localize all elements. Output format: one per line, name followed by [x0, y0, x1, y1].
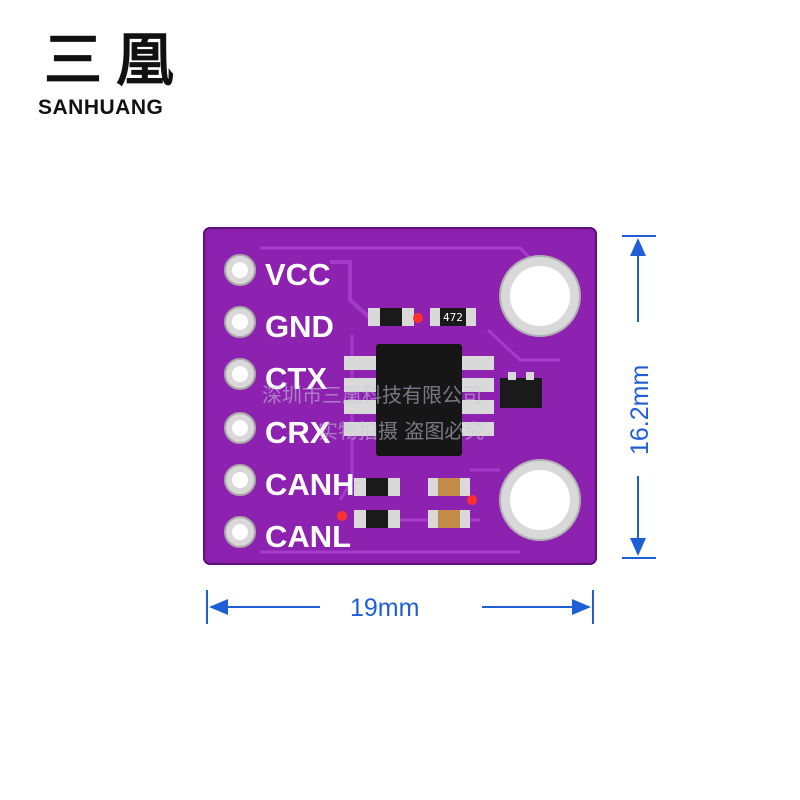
arrow-down-icon	[630, 538, 646, 556]
arrow-right-icon	[572, 599, 591, 615]
pin-label-vcc: VCC	[265, 257, 330, 292]
watermark-line-2: 实物拍摄 盗图必究	[318, 419, 484, 443]
smd-component-side	[500, 372, 542, 408]
arrow-up-icon	[630, 238, 646, 256]
mounting-hole-bottom	[499, 459, 581, 541]
power-led	[413, 313, 423, 323]
width-label: 19mm	[350, 594, 419, 622]
height-dimension: 16.2mm	[622, 235, 656, 559]
smd-resistor-472: 472	[430, 308, 476, 326]
mounting-hole-top	[499, 255, 581, 337]
pin-label-gnd: GND	[265, 309, 334, 344]
status-led-lower	[337, 511, 347, 521]
pin-label-crx: CRX	[265, 415, 331, 450]
pin-label-canh: CANH	[265, 467, 355, 502]
pin-header	[224, 254, 256, 548]
logo-english-text: SANHUANG	[38, 96, 164, 119]
can-transceiver-chip	[344, 344, 494, 456]
resistor-code-text: 472	[443, 311, 463, 324]
pin-label-ctx: CTX	[265, 361, 327, 396]
logo-chinese-text: 三凰	[44, 26, 189, 94]
arrow-left-icon	[209, 599, 228, 615]
smd-capacitor-canh-row	[428, 478, 470, 496]
brand-logo: 三凰 SANHUANG	[38, 30, 188, 120]
smd-component-top-left	[368, 308, 414, 326]
smd-capacitor-canl-row	[428, 510, 470, 528]
pin-label-canl: CANL	[265, 519, 351, 554]
smd-resistor-canl-row	[354, 510, 400, 528]
height-label: 16.2mm	[626, 365, 654, 455]
watermark-line-1: 深圳市三凰科技有限公司	[262, 383, 482, 407]
width-dimension: 19mm	[206, 590, 594, 624]
smd-resistor-canh-row	[354, 478, 400, 496]
status-led-upper	[467, 495, 477, 505]
